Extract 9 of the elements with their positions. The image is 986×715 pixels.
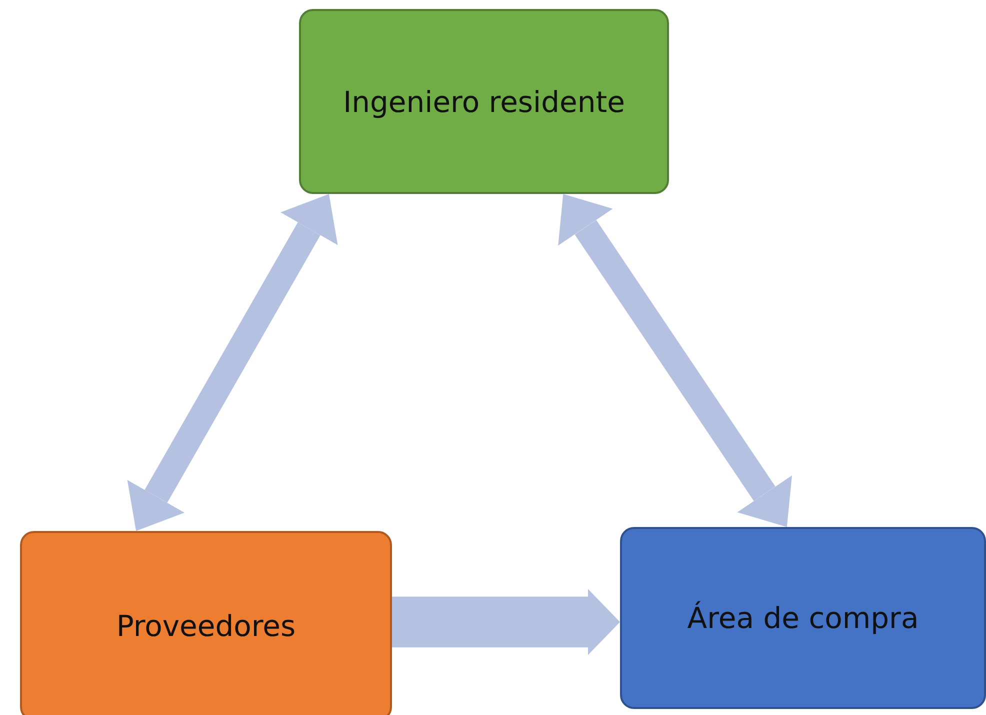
process-box [20, 531, 392, 715]
process-box [299, 9, 669, 194]
double-arrow [558, 194, 792, 527]
double-arrow [127, 194, 338, 531]
node-label: Área de compra [687, 601, 919, 635]
block-arrow [392, 589, 620, 655]
process-box [620, 527, 986, 709]
node-label: Ingeniero residente [343, 84, 625, 118]
node-label: Proveedores [116, 609, 296, 643]
